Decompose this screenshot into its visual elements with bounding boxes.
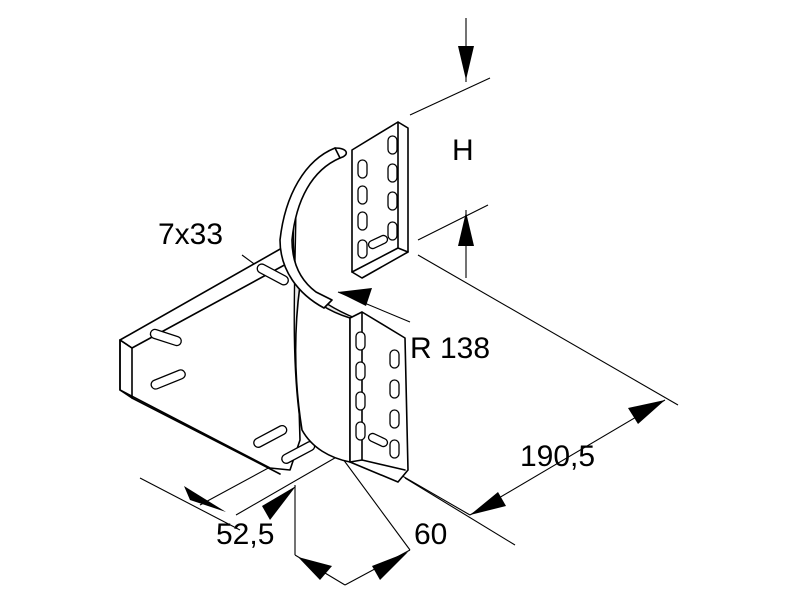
height-label: H [452, 134, 474, 167]
slot-size-label: 7x33 [158, 218, 224, 251]
curved-riser [279, 147, 356, 463]
arrow-left-icon [338, 288, 372, 306]
upper-slot [357, 159, 368, 179]
arrow-right-icon [298, 557, 332, 580]
upper-slot [387, 221, 398, 241]
arrow-left-icon [372, 552, 408, 580]
upper-slot [357, 185, 368, 205]
lower-slot [355, 361, 366, 381]
upper-slot [387, 163, 398, 183]
flange-width-label: 52,5 [216, 518, 275, 551]
lower-slot [389, 409, 400, 429]
upper-slot [387, 135, 398, 155]
lower-slot [355, 421, 366, 441]
arrow-right-icon [184, 486, 226, 512]
upper-slot [367, 234, 389, 250]
arrow-down-icon [458, 46, 474, 80]
depth-label: 190,5 [520, 440, 596, 473]
arrow-up-icon [458, 212, 474, 246]
bottom-flange [119, 247, 316, 475]
lower-slot [355, 331, 366, 351]
lower-slot [367, 432, 389, 448]
side-height-label: 60 [414, 518, 448, 551]
flange-slot [150, 369, 186, 390]
upper-side-plate [351, 121, 409, 279]
radius-label: R 138 [410, 332, 491, 365]
lower-slot [389, 439, 400, 459]
arrow-right-icon [628, 400, 665, 424]
lower-slot [389, 379, 400, 399]
upper-slot [387, 191, 398, 211]
dimension-arrows [184, 46, 665, 580]
lower-slot [389, 349, 400, 369]
flange-slot [253, 424, 288, 448]
arrow-left-icon [262, 486, 296, 520]
flange-slot [149, 328, 182, 347]
arrow-left-icon [470, 492, 506, 515]
lower-slot [355, 391, 366, 411]
flange-slot [256, 263, 289, 286]
upper-slot [357, 211, 368, 231]
lower-side-plate [349, 311, 409, 483]
upper-slot [357, 239, 368, 259]
